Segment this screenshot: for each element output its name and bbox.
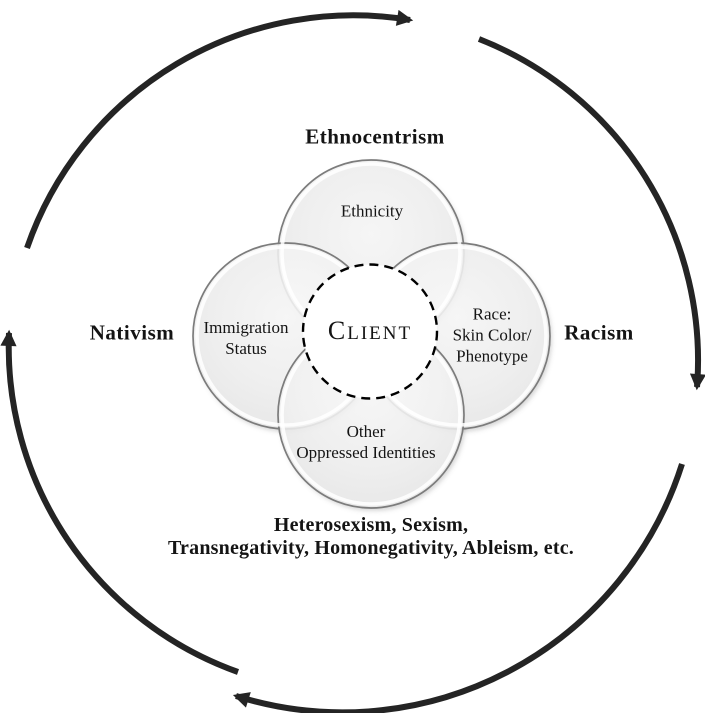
label-race-line1: Race: [472, 304, 512, 324]
client-initial: C [327, 316, 348, 345]
label-racism: Racism [564, 320, 634, 345]
cycle-arrow-left-icon [0, 329, 240, 675]
label-ethnicity: Ethnicity [340, 201, 404, 221]
cycle-arrow-bottom-icon [232, 463, 685, 713]
label-bottom-oppressions: Heterosexism, Sexism, Transnegativity, H… [168, 514, 574, 560]
label-race-line2: Skin Color/ [452, 325, 532, 345]
label-race-skin-color-phenotype: Race: Skin Color/ Phenotype [453, 304, 532, 367]
client-circle [301, 263, 439, 400]
cycle-arrows [0, 9, 705, 713]
label-bottom-oppressions-line1: Heterosexism, Sexism, [273, 514, 469, 536]
cycle-arrow-right-icon [477, 36, 705, 391]
label-other-line2: Oppressed Identities [296, 443, 436, 462]
label-other-oppressed-identities: Other Oppressed Identities [296, 421, 435, 463]
label-client: CLIENT [328, 316, 412, 346]
label-nativism: Nativism [89, 320, 175, 345]
label-immigration-line1: Immigration [203, 318, 289, 337]
label-ethnocentrism: Ethnocentrism [305, 124, 445, 149]
label-other-line1: Other [346, 422, 386, 441]
label-immigration-line2: Status [225, 339, 267, 358]
label-race-line3: Phenotype [456, 346, 528, 366]
cycle-arrow-top-icon [24, 9, 414, 249]
client-rest: LIENT [347, 323, 413, 344]
label-bottom-oppressions-line2: Transnegativity, Homonegativity, Ableism… [167, 537, 575, 559]
label-immigration-status: Immigration Status [204, 317, 289, 359]
